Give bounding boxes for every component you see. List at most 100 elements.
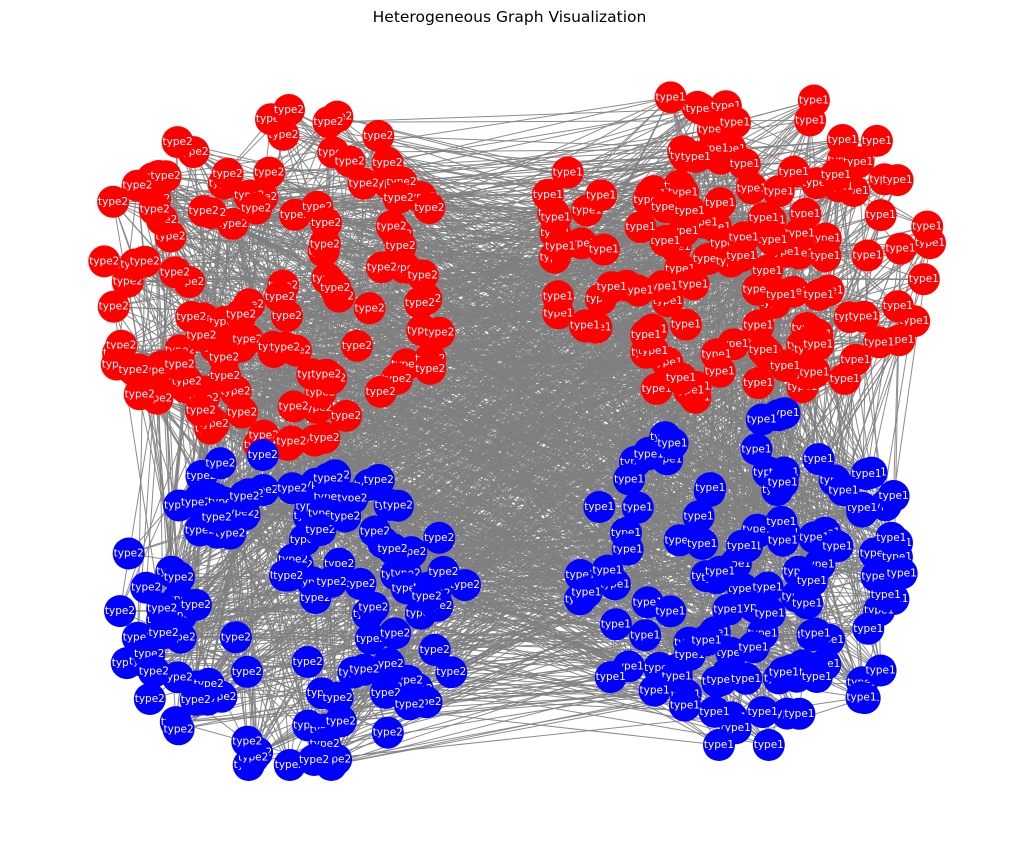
graph-node-left_blue: type2 bbox=[344, 567, 377, 600]
node-circle bbox=[852, 612, 885, 645]
graph-node-right_red: type1 bbox=[826, 124, 859, 156]
node-label: type1 bbox=[883, 174, 913, 186]
node-label: type2 bbox=[330, 511, 360, 523]
node-circle bbox=[138, 193, 171, 226]
graph-node-left_red: type2 bbox=[226, 396, 259, 429]
node-label: type1 bbox=[799, 532, 829, 544]
node-circle bbox=[570, 576, 603, 609]
node-circle bbox=[341, 329, 373, 362]
graph-edge bbox=[401, 181, 690, 643]
node-circle bbox=[187, 195, 220, 228]
node-label: type1 bbox=[769, 667, 799, 679]
node-circle bbox=[97, 290, 130, 323]
node-label: type1 bbox=[553, 167, 583, 179]
graph-node-left_red: type2 bbox=[149, 160, 182, 193]
node-circle bbox=[704, 555, 737, 588]
node-circle bbox=[539, 201, 572, 234]
node-circle bbox=[321, 681, 354, 714]
node-label: type1 bbox=[642, 383, 672, 395]
node-circle bbox=[410, 580, 443, 613]
node-label: type2 bbox=[320, 282, 350, 294]
node-circle bbox=[273, 94, 305, 126]
node-circle bbox=[211, 157, 244, 190]
graph-node-left_blue: type2 bbox=[423, 521, 456, 554]
node-circle bbox=[677, 268, 710, 301]
graph-node-right_red: type1 bbox=[735, 172, 768, 205]
node-label: type2 bbox=[270, 342, 300, 354]
node-circle bbox=[735, 172, 768, 205]
node-label: type2 bbox=[405, 297, 435, 309]
node-label: type2 bbox=[241, 203, 271, 215]
node-label: type1 bbox=[909, 273, 939, 285]
graph-node-left_blue: type2 bbox=[315, 565, 348, 598]
node-circle bbox=[231, 323, 264, 356]
node-label: type2 bbox=[165, 359, 195, 371]
graph-edge bbox=[401, 139, 843, 183]
node-label: type2 bbox=[374, 658, 404, 670]
graph-node-right_blue: type1 bbox=[875, 521, 908, 554]
node-label: type2 bbox=[345, 578, 375, 590]
graph-edge bbox=[811, 139, 844, 582]
graph-node-right_blue: type1 bbox=[877, 480, 910, 512]
node-label: type1 bbox=[828, 134, 858, 146]
node-label: type2 bbox=[299, 754, 329, 766]
node-label: type1 bbox=[801, 628, 831, 640]
graph-node-right_blue: type1 bbox=[766, 466, 799, 499]
graph-node-right_red: type1 bbox=[725, 240, 758, 273]
node-label: type1 bbox=[853, 623, 883, 635]
node-circle bbox=[646, 270, 679, 303]
node-label: type2 bbox=[415, 363, 445, 375]
graph-node-left_red: type2 bbox=[308, 421, 341, 454]
graph-node-left_red: type2 bbox=[365, 251, 398, 284]
graph-node-right_red: type1 bbox=[665, 362, 697, 395]
node-circle bbox=[308, 421, 341, 454]
graph-edge bbox=[304, 539, 629, 667]
node-circle bbox=[654, 595, 687, 628]
node-circle bbox=[669, 308, 702, 341]
node-label: type1 bbox=[707, 674, 737, 686]
graph-edge bbox=[315, 352, 647, 485]
graph-node-right_blue: type1 bbox=[767, 656, 800, 689]
node-label: type1 bbox=[670, 700, 700, 712]
node-label: type2 bbox=[221, 631, 251, 643]
node-label: type1 bbox=[754, 739, 784, 751]
graph-node-left_red: type2 bbox=[330, 399, 363, 432]
graph-node-right_red: type1 bbox=[751, 254, 784, 287]
graph-node-right_red: type1 bbox=[595, 271, 628, 304]
node-label: type2 bbox=[189, 205, 219, 217]
graph-node-right_red: type1 bbox=[551, 156, 584, 189]
node-label: type2 bbox=[218, 218, 248, 230]
node-circle bbox=[802, 279, 835, 311]
node-circle bbox=[728, 148, 761, 181]
graph-node-left_red: type2 bbox=[406, 259, 439, 292]
node-circle bbox=[881, 164, 914, 197]
node-label: type1 bbox=[784, 708, 814, 720]
node-label: type2 bbox=[119, 364, 149, 376]
node-circle bbox=[826, 124, 859, 156]
graph-node-left_red: type2 bbox=[310, 358, 343, 391]
node-circle bbox=[881, 290, 914, 323]
graph-node-right_blue: type1 bbox=[802, 443, 835, 476]
graph-node-right_blue: type1 bbox=[654, 595, 687, 628]
node-circle bbox=[231, 655, 263, 688]
node-label: type1 bbox=[662, 670, 692, 682]
node-label: type2 bbox=[89, 255, 119, 267]
graph-edge bbox=[387, 96, 671, 164]
node-circle bbox=[128, 245, 161, 278]
node-label: type2 bbox=[130, 256, 160, 268]
node-label: type2 bbox=[377, 220, 407, 232]
node-circle bbox=[371, 716, 404, 749]
node-circle bbox=[348, 653, 381, 686]
node-label: type1 bbox=[571, 587, 601, 599]
graph-edge bbox=[177, 141, 289, 446]
node-label: type2 bbox=[386, 240, 416, 252]
node-label: type2 bbox=[232, 736, 262, 748]
graph-node-left_blue: type2 bbox=[246, 439, 279, 471]
graph-node-right_red: type1 bbox=[673, 194, 706, 227]
graph-node-right_red: type1 bbox=[881, 164, 914, 197]
node-label: type2 bbox=[147, 603, 177, 615]
node-circle bbox=[863, 326, 896, 359]
node-label: type1 bbox=[851, 468, 881, 480]
graph-edge bbox=[209, 412, 785, 430]
node-label: type2 bbox=[355, 302, 385, 314]
